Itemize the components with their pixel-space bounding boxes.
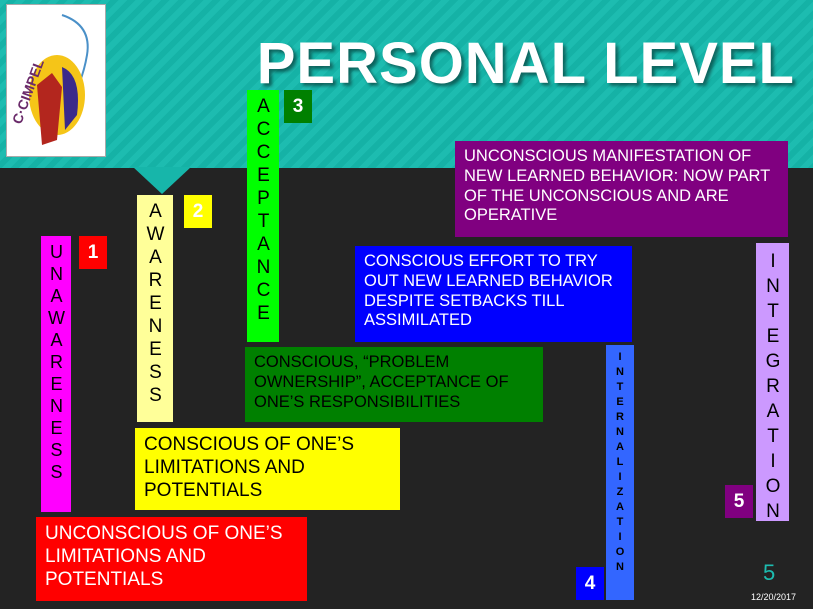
slide-date: 12/20/2017 <box>751 592 797 602</box>
stage-label-awareness: AWARENESS <box>137 195 173 422</box>
header-banner <box>0 0 813 168</box>
stage-label-unawareness: UNAWARENESS <box>41 236 71 512</box>
stage-description-acceptance: CONSCIOUS, “PROBLEM OWNERSHIP”, ACCEPTAN… <box>245 347 543 422</box>
stage-number-1: 1 <box>79 236 107 269</box>
stage-description-integration: UNCONSCIOUS MANIFESTATION OF NEW LEARNED… <box>455 141 788 237</box>
stage-number-4: 4 <box>576 567 604 600</box>
cimpel-logo: C·CIMPEL <box>6 4 106 157</box>
stage-number-2: 2 <box>184 195 212 228</box>
stage-number-5: 5 <box>725 485 753 518</box>
slide-number: 5 <box>763 560 776 585</box>
stage-label-acceptance: ACCEPTANCE <box>247 90 279 342</box>
stage-description-internalization: CONSCIOUS EFFORT TO TRY OUT NEW LEARNED … <box>355 246 632 342</box>
stage-label-internalization: INTERNALIZATION <box>606 345 634 600</box>
banner-pointer <box>133 167 191 194</box>
stage-number-3: 3 <box>284 90 312 123</box>
stage-description-unawareness: UNCONSCIOUS OF ONE’S LIMITATIONS AND POT… <box>36 517 307 601</box>
page-title: PERSONAL LEVEL <box>256 31 795 96</box>
stage-label-integration: INTEGRATION <box>756 243 789 526</box>
stage-description-awareness: CONSCIOUS OF ONE’S LIMITATIONS AND POTEN… <box>135 428 400 510</box>
